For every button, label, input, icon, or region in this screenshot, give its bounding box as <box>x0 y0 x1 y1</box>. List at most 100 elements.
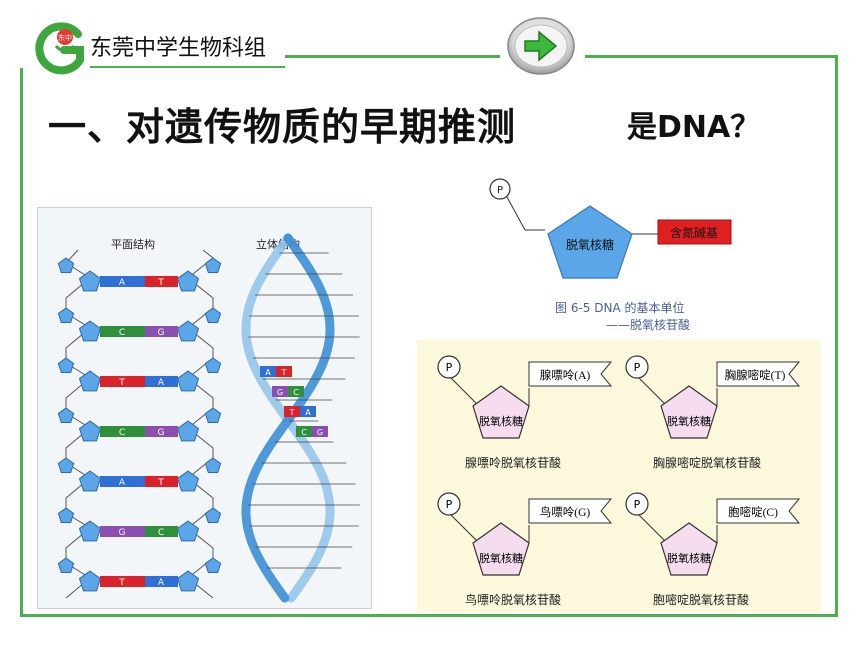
helix-base-a <box>260 366 276 377</box>
deoxyribose-left <box>78 570 102 592</box>
base-g <box>100 526 145 537</box>
svg-text:胸腺嘧啶(T): 胸腺嘧啶(T) <box>725 368 786 382</box>
phosphate-sugar-right <box>204 407 222 423</box>
nucleotide-cytosine: P 脱氧核糖 胞嘧啶(C) 胞嘧啶脱氧核苷酸 <box>613 485 813 617</box>
base-letter: G <box>277 388 283 397</box>
base-t <box>100 576 145 587</box>
base-a <box>145 576 178 587</box>
base-letter: G <box>158 328 165 338</box>
phosphate-sugar-left <box>57 357 75 373</box>
svg-text:东中: 东中 <box>58 33 72 42</box>
base-letter: T <box>118 578 125 588</box>
base-letter: C <box>119 428 125 438</box>
base-label: 含氮碱基 <box>670 225 718 240</box>
header-divider <box>90 66 285 68</box>
deoxyribose-left <box>78 370 102 392</box>
base-c <box>100 426 145 437</box>
nucleotide-basic-unit: P 脱氧核糖 含氮碱基 <box>489 178 732 279</box>
deoxyribose-left <box>78 320 102 342</box>
base-c <box>145 526 178 537</box>
phosphate-sugar-right <box>204 307 222 323</box>
deoxyribose-left <box>78 470 102 492</box>
base-a <box>100 276 145 287</box>
school-name: 东莞中学生物科组 <box>90 36 267 61</box>
base-g <box>145 426 178 437</box>
phosphate-sugar-right <box>204 357 222 373</box>
plane-structure-label: 平面结构 <box>111 238 155 251</box>
page-title: 一、对遗传物质的早期推测 <box>48 105 517 149</box>
base-letter: T <box>289 408 295 417</box>
phosphate-sugar-left <box>57 407 75 423</box>
deoxyribose-right <box>176 270 200 292</box>
base-letter: A <box>305 408 311 417</box>
svg-text:脱氧核糖: 脱氧核糖 <box>479 414 523 428</box>
svg-text:P: P <box>446 361 453 374</box>
nitrogen-base-box <box>657 219 732 245</box>
school-logo: 东中 <box>35 22 84 75</box>
phosphate-circle <box>489 178 511 200</box>
phosphate-sugar-right <box>204 457 222 473</box>
helix-base-g <box>312 426 328 437</box>
helix-base-t <box>284 406 300 417</box>
nucleotide-thymine: P 脱氧核糖 胸腺嘧啶(T) 胸腺嘧啶脱氧核苷酸 <box>613 348 813 480</box>
base-letter: A <box>158 378 165 388</box>
base-t <box>145 276 178 287</box>
caption-line-1: 图 6-5 DNA 的基本单位 <box>555 301 685 315</box>
phosphate-sugar-left <box>57 457 75 473</box>
base-g <box>145 326 178 337</box>
base-letter: C <box>301 428 307 437</box>
phosphate-sugar-left <box>57 507 75 523</box>
nucleotide-name: 腺嘌呤脱氧核苷酸 <box>465 456 562 470</box>
base-a <box>100 476 145 487</box>
deoxyribose-right <box>176 470 200 492</box>
base-letter: A <box>158 578 165 588</box>
phosphate-sugar-right <box>204 257 222 273</box>
nucleotide-name: 胞嘧啶脱氧核苷酸 <box>653 593 750 607</box>
base-c <box>100 326 145 337</box>
helix-base-c <box>288 386 304 397</box>
svg-text:脱氧核糖: 脱氧核糖 <box>667 414 711 428</box>
content-frame <box>20 55 838 617</box>
deoxyribose-right <box>176 320 200 342</box>
deoxyribose-left <box>78 270 102 292</box>
arrow-right-icon <box>524 30 558 62</box>
caption-line-2: ——脱氧核苷酸 <box>606 318 691 332</box>
left-backbone <box>65 249 91 599</box>
base-a <box>145 376 178 387</box>
phosphate-sugar-left <box>57 307 75 323</box>
base-letter: A <box>265 368 271 377</box>
base-t <box>145 476 178 487</box>
phosphate-sugar-right <box>204 557 222 573</box>
nucleotide-guanine: P 脱氧核糖 鸟嘌呤(G) 鸟嘌呤脱氧核苷酸 <box>425 485 625 617</box>
phosphate-sugar-right <box>204 507 222 523</box>
nucleotide-name: 胸腺嘧啶脱氧核苷酸 <box>653 456 762 470</box>
base-letter: T <box>157 478 164 488</box>
base-letter: G <box>158 428 165 438</box>
next-arrow-button[interactable] <box>505 15 577 77</box>
svg-text:鸟嘌呤(G): 鸟嘌呤(G) <box>540 505 591 519</box>
base-letter: A <box>119 278 126 288</box>
nucleotide-adenine: P 脱氧核糖 腺嘌呤(A) 腺嘌呤脱氧核苷酸 <box>425 348 625 480</box>
svg-text:脱氧核糖: 脱氧核糖 <box>479 551 523 565</box>
phosphate-sugar-left <box>57 557 75 573</box>
phosphate-sugar-left <box>57 257 75 273</box>
deoxyribose-right <box>176 370 200 392</box>
deoxyribose-right <box>176 420 200 442</box>
base-letter: G <box>317 428 323 437</box>
phosphate-label: P <box>497 185 503 196</box>
deoxyribose-left <box>78 420 102 442</box>
helix-strand-front <box>241 233 335 603</box>
deoxyribose-left <box>78 520 102 542</box>
deoxyribose-right <box>176 520 200 542</box>
base-letter: G <box>119 528 126 538</box>
four-nucleotides-panel: P 脱氧核糖 腺嘌呤(A) 腺嘌呤脱氧核苷酸 P 脱氧核糖 胸腺嘧啶(T) 胸腺… <box>417 340 821 612</box>
base-letter: C <box>119 328 125 338</box>
base-letter: T <box>157 278 164 288</box>
sugar-label: 脱氧核糖 <box>566 237 614 252</box>
svg-text:P: P <box>634 498 641 511</box>
base-letter: C <box>293 388 299 397</box>
helix-base-g <box>272 386 288 397</box>
base-letter: C <box>158 528 164 538</box>
